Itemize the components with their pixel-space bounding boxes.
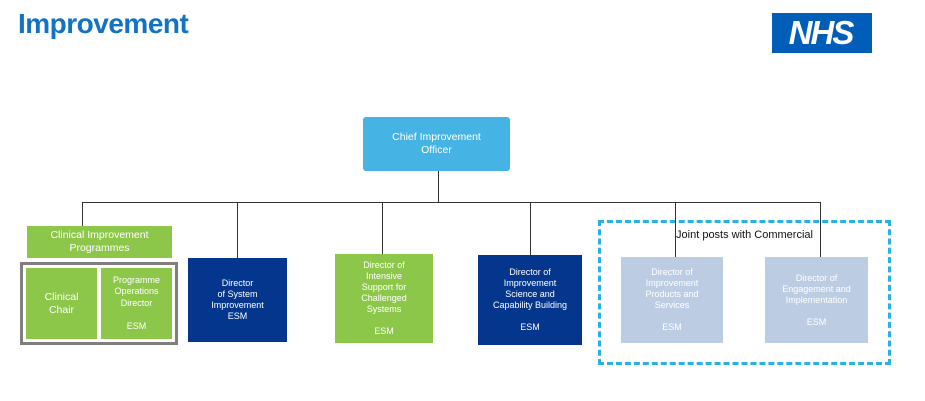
page-title: Improvement	[18, 8, 189, 39]
connector-line	[82, 202, 821, 203]
org-node-clinical-chair: Clinical Chair	[26, 268, 97, 339]
connector-line	[237, 202, 238, 258]
org-node-director-improvement-science: Director of Improvement Science and Capa…	[478, 255, 582, 345]
connector-line	[438, 171, 439, 203]
nhs-logo: NHS	[772, 13, 872, 53]
org-node-director-system-improvement: Director of System Improvement ESM	[188, 258, 287, 342]
org-node-clinical-improvement-programmes: Clinical Improvement Programmes	[27, 226, 172, 258]
connector-line	[382, 202, 383, 254]
clinical-programmes-container: Clinical Chair Programme Operations Dire…	[20, 262, 178, 345]
connector-line	[675, 202, 676, 257]
org-node-chief-improvement-officer: Chief Improvement Officer	[363, 117, 510, 171]
org-node-director-improvement-products: Director of Improvement Products and Ser…	[621, 257, 723, 343]
connector-line	[530, 202, 531, 255]
joint-posts-group-outline	[598, 220, 891, 365]
joint-posts-group-label: Joint posts with Commercial	[676, 229, 813, 241]
connector-line	[82, 202, 83, 226]
connector-line	[820, 202, 821, 257]
org-node-programme-operations-director: Programme Operations Director ESM	[101, 268, 172, 339]
org-node-director-intensive-support: Director of Intensive Support for Challe…	[335, 254, 433, 343]
org-node-director-engagement-implementation: Director of Engagement and Implementatio…	[765, 257, 868, 343]
nhs-logo-text: NHS	[788, 14, 855, 51]
